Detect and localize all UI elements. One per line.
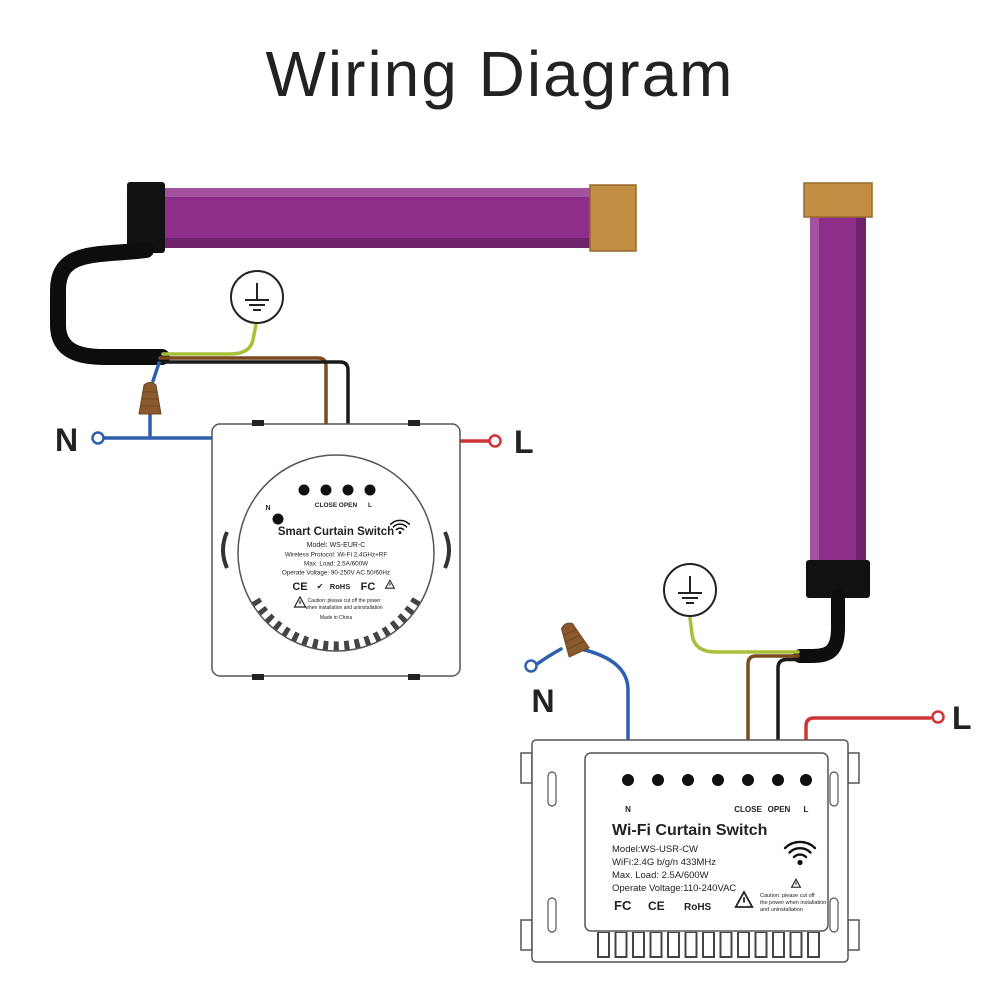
left-motor-cable — [50, 242, 170, 365]
right-switch-model: Model:WS-USR-CW — [612, 844, 698, 855]
left-switch-caution-2: when installation and uninstallation — [305, 605, 382, 611]
left-curtain-motor — [50, 182, 637, 365]
left-terminal-label-n: N — [265, 505, 270, 512]
right-switch-terminal-dots — [622, 774, 812, 786]
fcc-mark: FC — [361, 581, 376, 593]
left-switch-origin: Made in China — [320, 615, 352, 621]
left-neutral-terminal-ring — [91, 431, 105, 445]
left-switch: CLOSE OPEN L N Smart Curtain Switch Mode… — [211, 420, 461, 680]
right-switch-caution-2: the power when installation — [760, 900, 826, 906]
right-motor-cable — [793, 589, 845, 663]
left-terminal-label-open: OPEN — [339, 502, 358, 509]
left-ground-symbol — [230, 270, 284, 324]
right-terminal-label-l: L — [804, 805, 809, 814]
right-brown-wire — [746, 654, 800, 776]
left-ground-wire — [161, 322, 258, 356]
left-wire-nut-connector — [138, 382, 162, 415]
right-wire-nut-connector — [560, 622, 590, 658]
right-switch: N CLOSE OPEN L Wi-Fi Curtain Switch Mode… — [520, 739, 860, 963]
left-blue-stub — [151, 361, 161, 383]
right-red-wire — [804, 716, 932, 776]
right-switch-caution-1: Caution: please cut off — [760, 893, 815, 899]
right-neutral-terminal-ring — [524, 659, 538, 673]
right-switch-load: Max. Load: 2.5A/600W — [612, 870, 709, 881]
right-motor-black-cap — [806, 560, 870, 598]
right-motor-tube-highlight — [810, 214, 819, 562]
page-title: Wiring Diagram — [266, 38, 735, 110]
right-circuit-wires — [535, 616, 932, 776]
warning-triangle-icon — [384, 579, 396, 589]
right-terminal-label-close: CLOSE — [734, 805, 762, 814]
rohs-mark: RoHS — [684, 902, 712, 913]
left-switch-cert-row: CE ✔ RoHS FC — [292, 579, 396, 593]
left-live-label: L — [514, 424, 534, 460]
wifi-icon — [783, 840, 817, 866]
right-switch-comb-teeth — [596, 932, 822, 959]
left-switch-mount-tabs — [252, 420, 420, 680]
left-switch-protocol: Wireless Protocol: Wi-Fi 2.4GHz+RF — [285, 552, 387, 559]
left-terminal-label-close: CLOSE — [315, 502, 338, 509]
rohs-mark: RoHS — [330, 582, 350, 591]
warning-triangle-icon — [293, 595, 307, 608]
ce-mark: CE — [648, 899, 665, 913]
right-motor-gold-cap — [803, 182, 873, 218]
left-switch-title: Smart Curtain Switch — [278, 526, 394, 538]
left-motor-gold-cap — [589, 184, 637, 252]
right-motor-tube — [810, 214, 866, 562]
right-switch-body — [584, 752, 829, 932]
left-motor-tube-highlight — [158, 188, 590, 197]
right-curtain-motor — [793, 182, 873, 663]
ce-mark: CE — [292, 581, 307, 593]
left-motor-black-cap — [127, 182, 165, 253]
wifi-icon — [389, 519, 411, 535]
right-blue-wire — [579, 647, 630, 776]
left-switch-clip-left — [221, 531, 229, 569]
left-motor-tube — [158, 188, 590, 248]
right-switch-cert-row: FC CE RoHS — [614, 898, 712, 913]
warning-triangle-icon — [790, 878, 802, 888]
right-neutral-label: N — [531, 683, 554, 719]
left-brown-wire — [158, 356, 328, 488]
left-switch-terminal-dots — [272, 484, 376, 525]
right-live-terminal-ring — [931, 710, 945, 724]
left-switch-gear-teeth — [251, 597, 421, 651]
left-terminal-label-l: L — [368, 502, 372, 509]
right-switch-wifi: WiFi:2.4G b/g/n 433MHz — [612, 857, 716, 868]
left-switch-voltage: Operate Voltage: 90-250V AC 50/60Hz — [282, 570, 390, 577]
left-black-wire — [158, 360, 350, 488]
right-ground-wire — [688, 616, 800, 654]
right-motor-tube-shadow — [856, 214, 866, 562]
left-switch-load: Max. Load: 2.5A/600W — [304, 561, 368, 568]
left-live-terminal-ring — [488, 434, 502, 448]
fcc-mark: FC — [614, 898, 632, 913]
right-terminal-label-n: N — [625, 805, 631, 814]
left-switch-clip-right — [443, 531, 451, 569]
left-switch-body — [237, 454, 435, 652]
left-motor-tube-shadow — [158, 238, 590, 248]
right-switch-voltage: Operate Voltage:110-240VAC — [612, 883, 736, 894]
right-black-wire — [776, 657, 800, 776]
left-switch-caution-1: Caution: please cut off the power — [307, 598, 380, 604]
warning-triangle-icon — [734, 890, 754, 908]
right-live-label: L — [952, 700, 972, 736]
left-neutral-label: N — [55, 422, 78, 458]
right-ground-symbol — [663, 563, 717, 617]
right-blue-supply-wire — [535, 647, 563, 666]
right-terminal-label-open: OPEN — [768, 805, 791, 814]
right-switch-caution-3: and uninstallation — [760, 907, 803, 913]
left-switch-model: Model: WS-EUR-C — [307, 542, 366, 549]
check-icon: ✔ — [317, 582, 324, 591]
right-switch-title: Wi-Fi Curtain Switch — [612, 822, 767, 839]
right-switch-slots — [547, 771, 839, 933]
